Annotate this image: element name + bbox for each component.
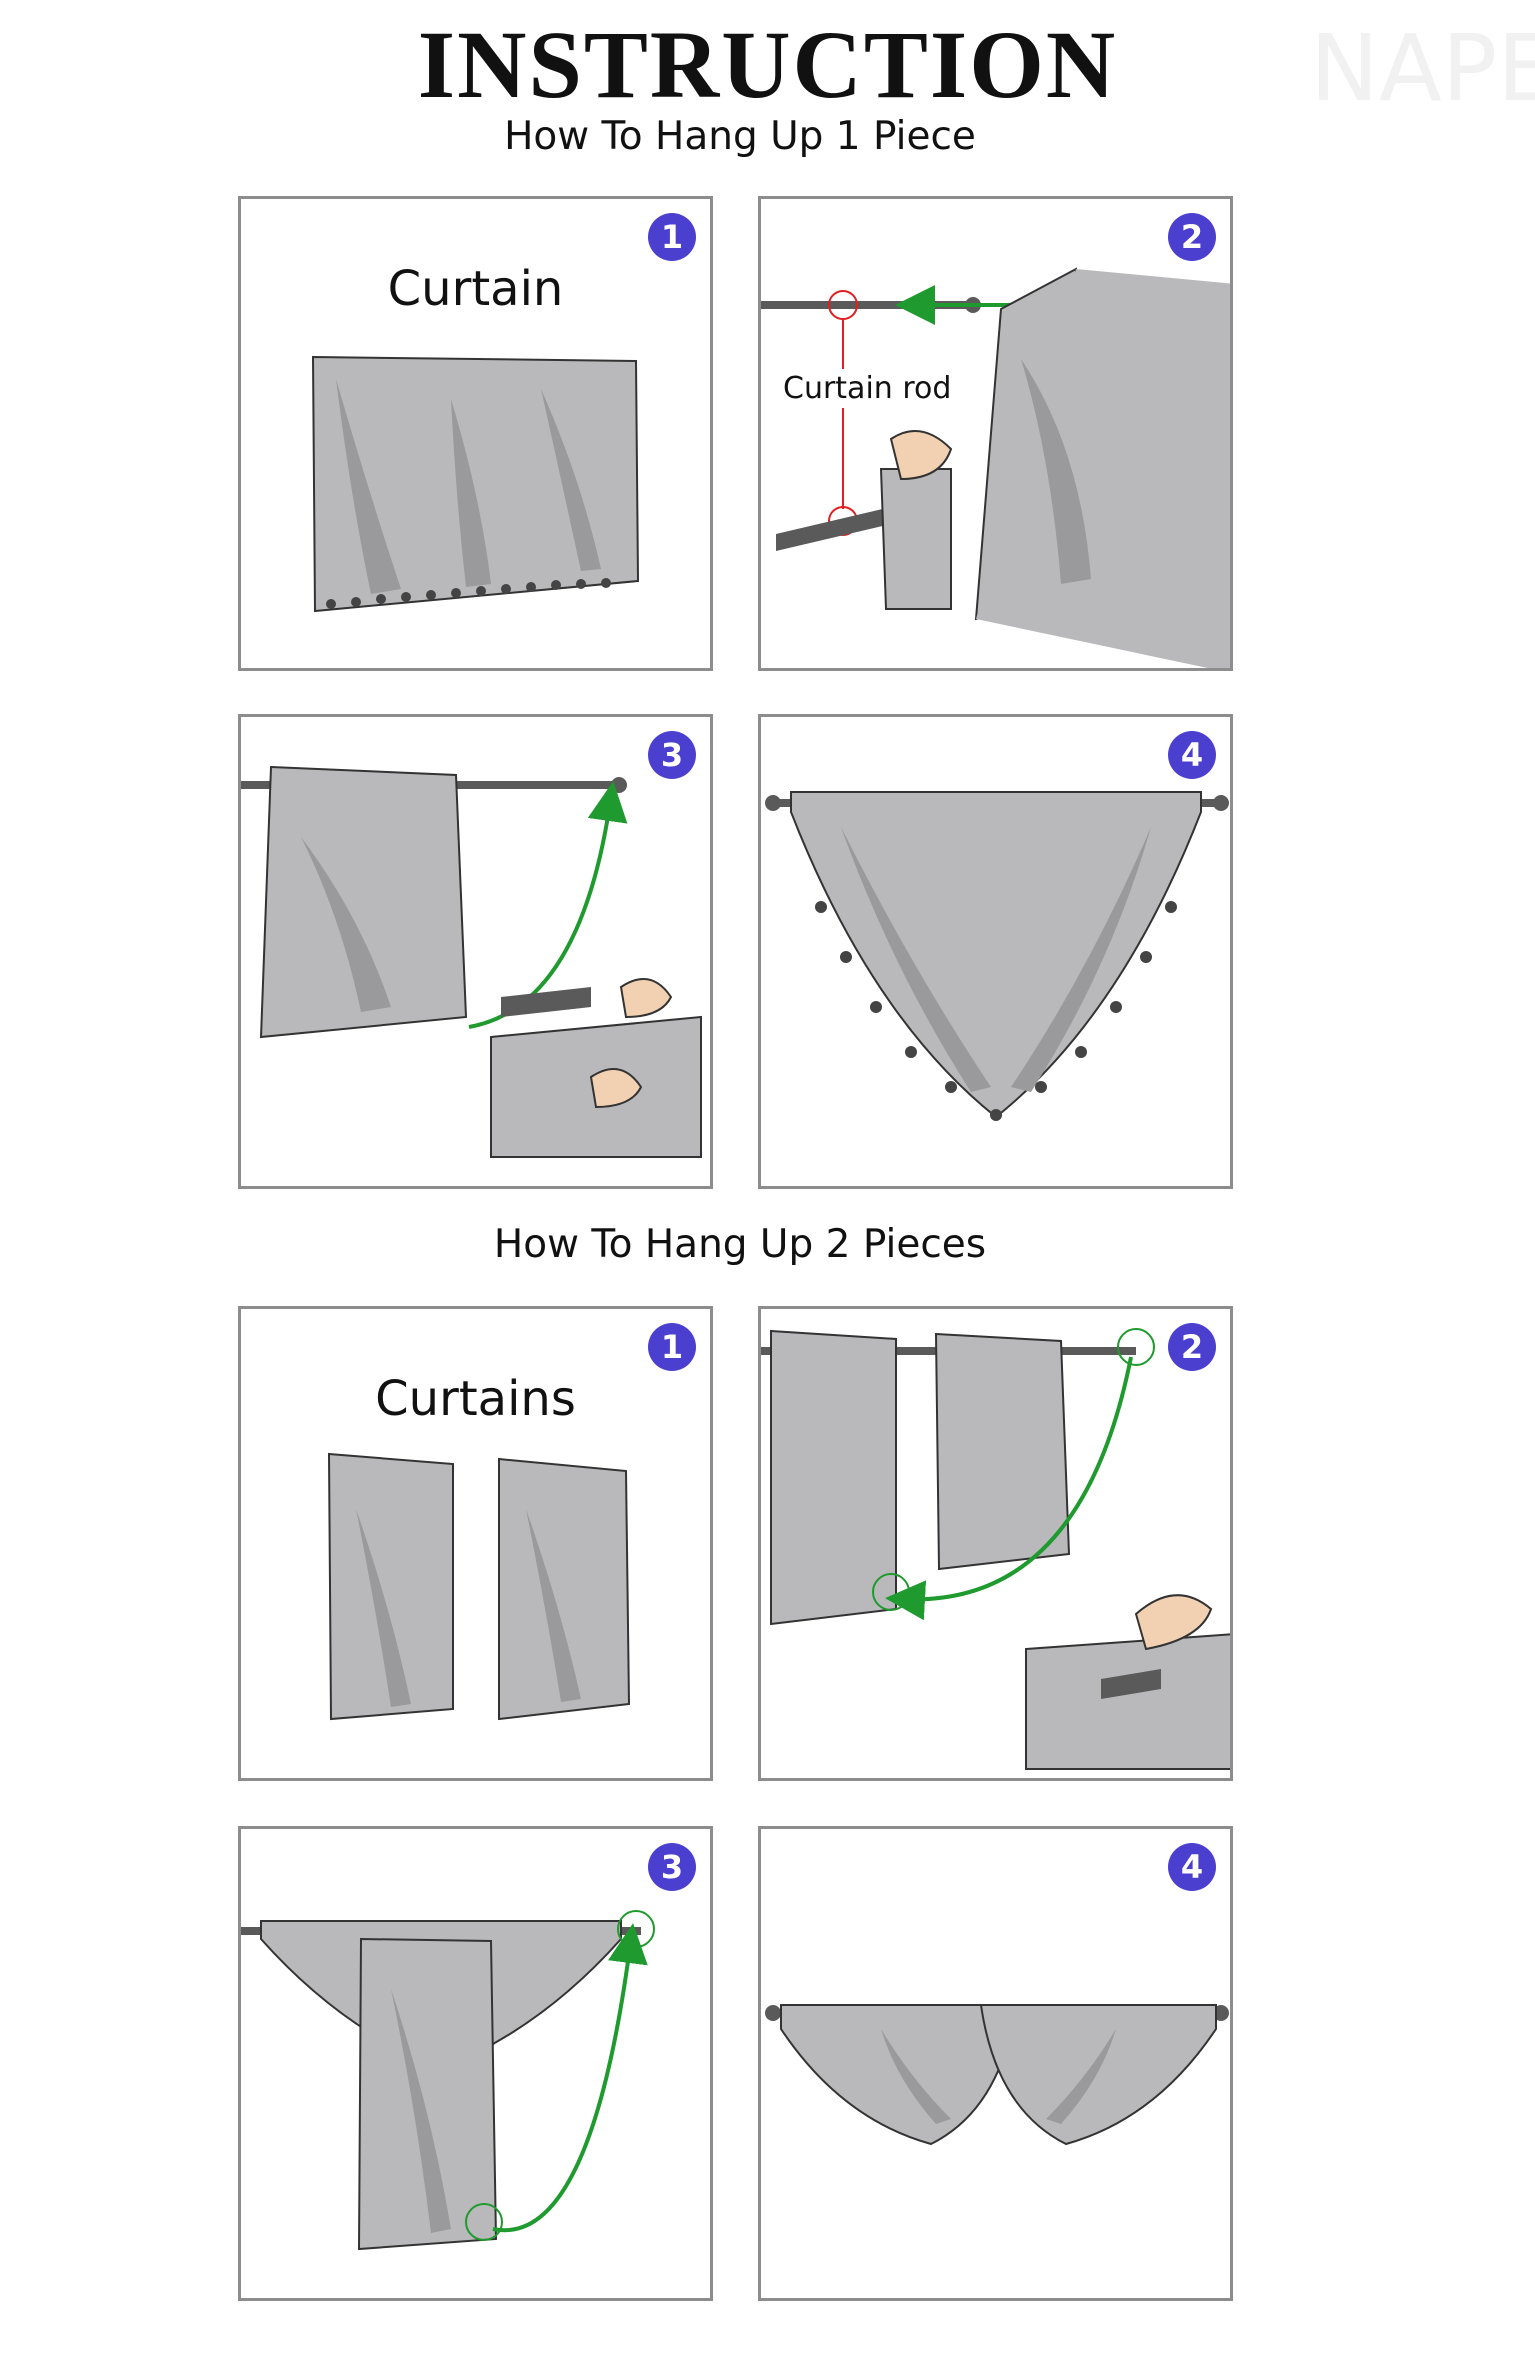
- step-panel-2-4: 4: [758, 1826, 1233, 2301]
- pull-second-illustration: [241, 1910, 655, 2251]
- finished-double-swag-illustration: [765, 2004, 1229, 2146]
- pull-through-illustration: [241, 765, 702, 1158]
- threading-illustration: [761, 267, 1230, 668]
- watermark-text: NAPEARL: [1310, 15, 1535, 122]
- step-panel-1-3: 3: [238, 714, 713, 1189]
- curtain-rod-label: Curtain rod: [779, 369, 956, 408]
- threading-two-illustration: [761, 1328, 1230, 1770]
- two-curtains-illustration: [327, 1452, 631, 1721]
- step-number-badge: 4: [1168, 731, 1216, 779]
- section-title-1: How To Hang Up 1 Piece: [504, 114, 976, 159]
- page-title: INSTRUCTION: [417, 11, 1118, 118]
- panel-caption: Curtain: [387, 261, 564, 317]
- step-number-badge: 1: [648, 1323, 696, 1371]
- step-number-badge: 1: [648, 213, 696, 261]
- finished-swag-illustration: [765, 791, 1229, 1121]
- panel-caption: Curtains: [375, 1371, 576, 1427]
- curtain-illustration: [311, 355, 640, 613]
- step-panel-1-1: 1 Curtain: [238, 196, 713, 671]
- step-panel-2-2: 2: [758, 1306, 1233, 1781]
- step-number-badge: 3: [648, 731, 696, 779]
- step-panel-2-3: 3: [238, 1826, 713, 2301]
- step-panel-2-1: 1 Curtains: [238, 1306, 713, 1781]
- step-panel-1-4: 4: [758, 714, 1233, 1189]
- step-number-badge: 4: [1168, 1843, 1216, 1891]
- section-title-2: How To Hang Up 2 Pieces: [493, 1222, 987, 1267]
- step-panel-1-2: 2 Curtain rod: [758, 196, 1233, 671]
- step-number-badge: 2: [1168, 1323, 1216, 1371]
- step-number-badge: 2: [1168, 213, 1216, 261]
- step-number-badge: 3: [648, 1843, 696, 1891]
